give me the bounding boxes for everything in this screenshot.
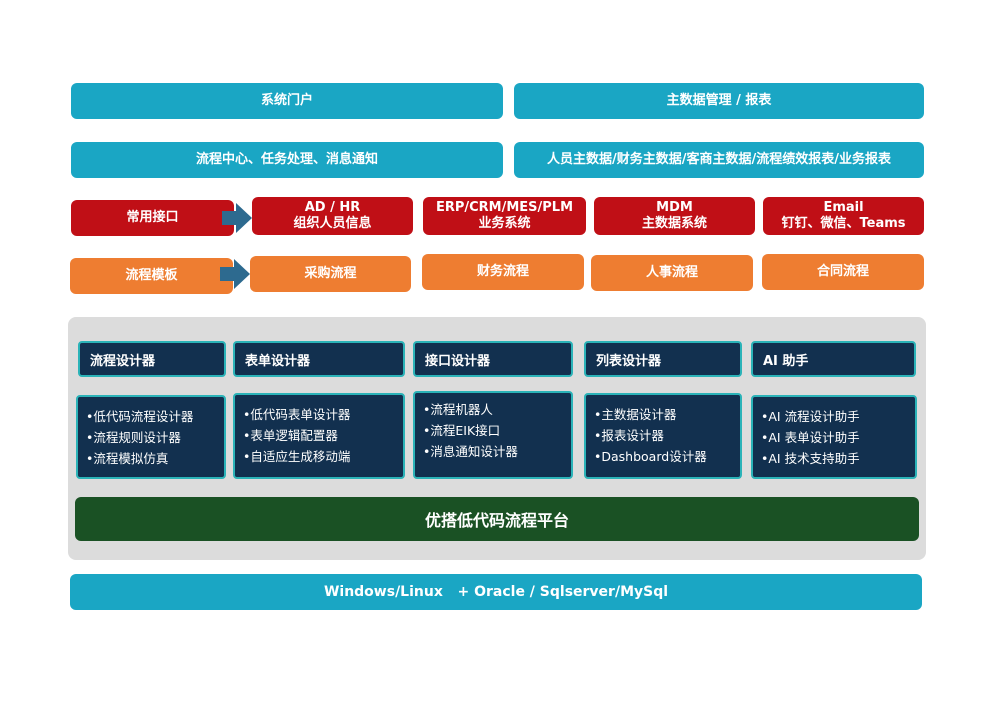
list-item: •AI 流程设计助手	[761, 409, 860, 424]
portal-label: 系统门户	[260, 93, 313, 109]
module-body-process: •低代码流程设计器 •流程规则设计器 •流程模拟仿真	[76, 395, 226, 479]
module-head-interface: 接口设计器	[413, 341, 573, 377]
platform-title: 优搭低代码流程平台	[424, 511, 569, 530]
template-label: 合同流程	[816, 264, 869, 280]
interface-line2: 钉钉、微信、Teams	[781, 216, 906, 231]
module-body-form: •低代码表单设计器 •表单逻辑配置器 •自适应生成移动端	[233, 393, 405, 479]
module-head-list: 列表设计器	[584, 341, 742, 377]
infrastructure-label: Windows/Linux + Oracle / Sqlserver/MySql	[323, 583, 669, 600]
platform-banner: 优搭低代码流程平台	[75, 497, 919, 541]
template-purchase: 采购流程	[250, 256, 411, 292]
master-data-report-label: 主数据管理 / 报表	[666, 93, 772, 109]
interface-line2: 组织人员信息	[293, 216, 372, 231]
process-center-label: 流程中心、任务处理、消息通知	[195, 152, 378, 168]
interface-line1: Email	[823, 200, 864, 216]
infrastructure-box: Windows/Linux + Oracle / Sqlserver/MySql	[70, 574, 922, 610]
list-item: •流程规则设计器	[86, 430, 181, 445]
template-hr: 人事流程	[591, 255, 753, 291]
master-data-list-label: 人员主数据/财务主数据/客商主数据/流程绩效报表/业务报表	[547, 152, 891, 168]
list-item: •AI 技术支持助手	[761, 451, 860, 466]
master-data-report-box: 主数据管理 / 报表	[514, 83, 924, 119]
template-contract: 合同流程	[762, 254, 924, 290]
list-item: •自适应生成移动端	[243, 449, 351, 464]
interfaces-label-box: 常用接口	[71, 200, 234, 236]
master-data-list-box: 人员主数据/财务主数据/客商主数据/流程绩效报表/业务报表	[514, 142, 924, 178]
module-title: 表单设计器	[245, 353, 311, 369]
template-label: 人事流程	[645, 265, 698, 281]
interface-ad-hr: AD / HR 组织人员信息	[252, 197, 413, 235]
portal-box: 系统门户	[71, 83, 503, 119]
template-label: 财务流程	[476, 264, 529, 280]
list-item: •流程机器人	[423, 402, 493, 417]
list-item: •低代码流程设计器	[86, 409, 194, 424]
module-title: 列表设计器	[596, 353, 662, 369]
list-item: •AI 表单设计助手	[761, 430, 860, 445]
interface-line2: 业务系统	[478, 216, 531, 231]
interface-line2: 主数据系统	[641, 216, 707, 231]
list-item: •报表设计器	[594, 428, 664, 443]
list-item: •Dashboard设计器	[594, 449, 707, 464]
process-center-box: 流程中心、任务处理、消息通知	[71, 142, 503, 178]
interface-line1: MDM	[656, 200, 693, 216]
module-head-form: 表单设计器	[233, 341, 405, 377]
list-item: •表单逻辑配置器	[243, 428, 338, 443]
module-title: 流程设计器	[90, 353, 156, 369]
interface-line1: ERP/CRM/MES/PLM	[435, 200, 574, 216]
list-item: •流程模拟仿真	[86, 451, 169, 466]
module-title: 接口设计器	[425, 353, 491, 369]
templates-arrow-icon	[220, 259, 250, 289]
template-label: 采购流程	[304, 266, 357, 282]
list-item: •低代码表单设计器	[243, 407, 351, 422]
list-item: •消息通知设计器	[423, 444, 518, 459]
module-head-process: 流程设计器	[78, 341, 226, 377]
module-title: AI 助手	[763, 353, 809, 369]
interface-line1: AD / HR	[304, 200, 361, 216]
interface-mdm: MDM 主数据系统	[594, 197, 755, 235]
list-item: •主数据设计器	[594, 407, 677, 422]
interfaces-arrow-icon	[222, 203, 252, 233]
module-body-interface: •流程机器人 •流程EIK接口 •消息通知设计器	[413, 391, 573, 479]
interface-erp: ERP/CRM/MES/PLM 业务系统	[423, 197, 586, 235]
list-item: •流程EIK接口	[423, 423, 501, 438]
interfaces-label: 常用接口	[126, 210, 179, 226]
module-body-list: •主数据设计器 •报表设计器 •Dashboard设计器	[584, 393, 742, 479]
module-body-ai: •AI 流程设计助手 •AI 表单设计助手 •AI 技术支持助手	[751, 395, 917, 479]
interface-email: Email 钉钉、微信、Teams	[763, 197, 924, 235]
module-head-ai: AI 助手	[751, 341, 916, 377]
templates-label: 流程模板	[125, 268, 178, 284]
template-finance: 财务流程	[422, 254, 584, 290]
templates-label-box: 流程模板	[70, 258, 233, 294]
